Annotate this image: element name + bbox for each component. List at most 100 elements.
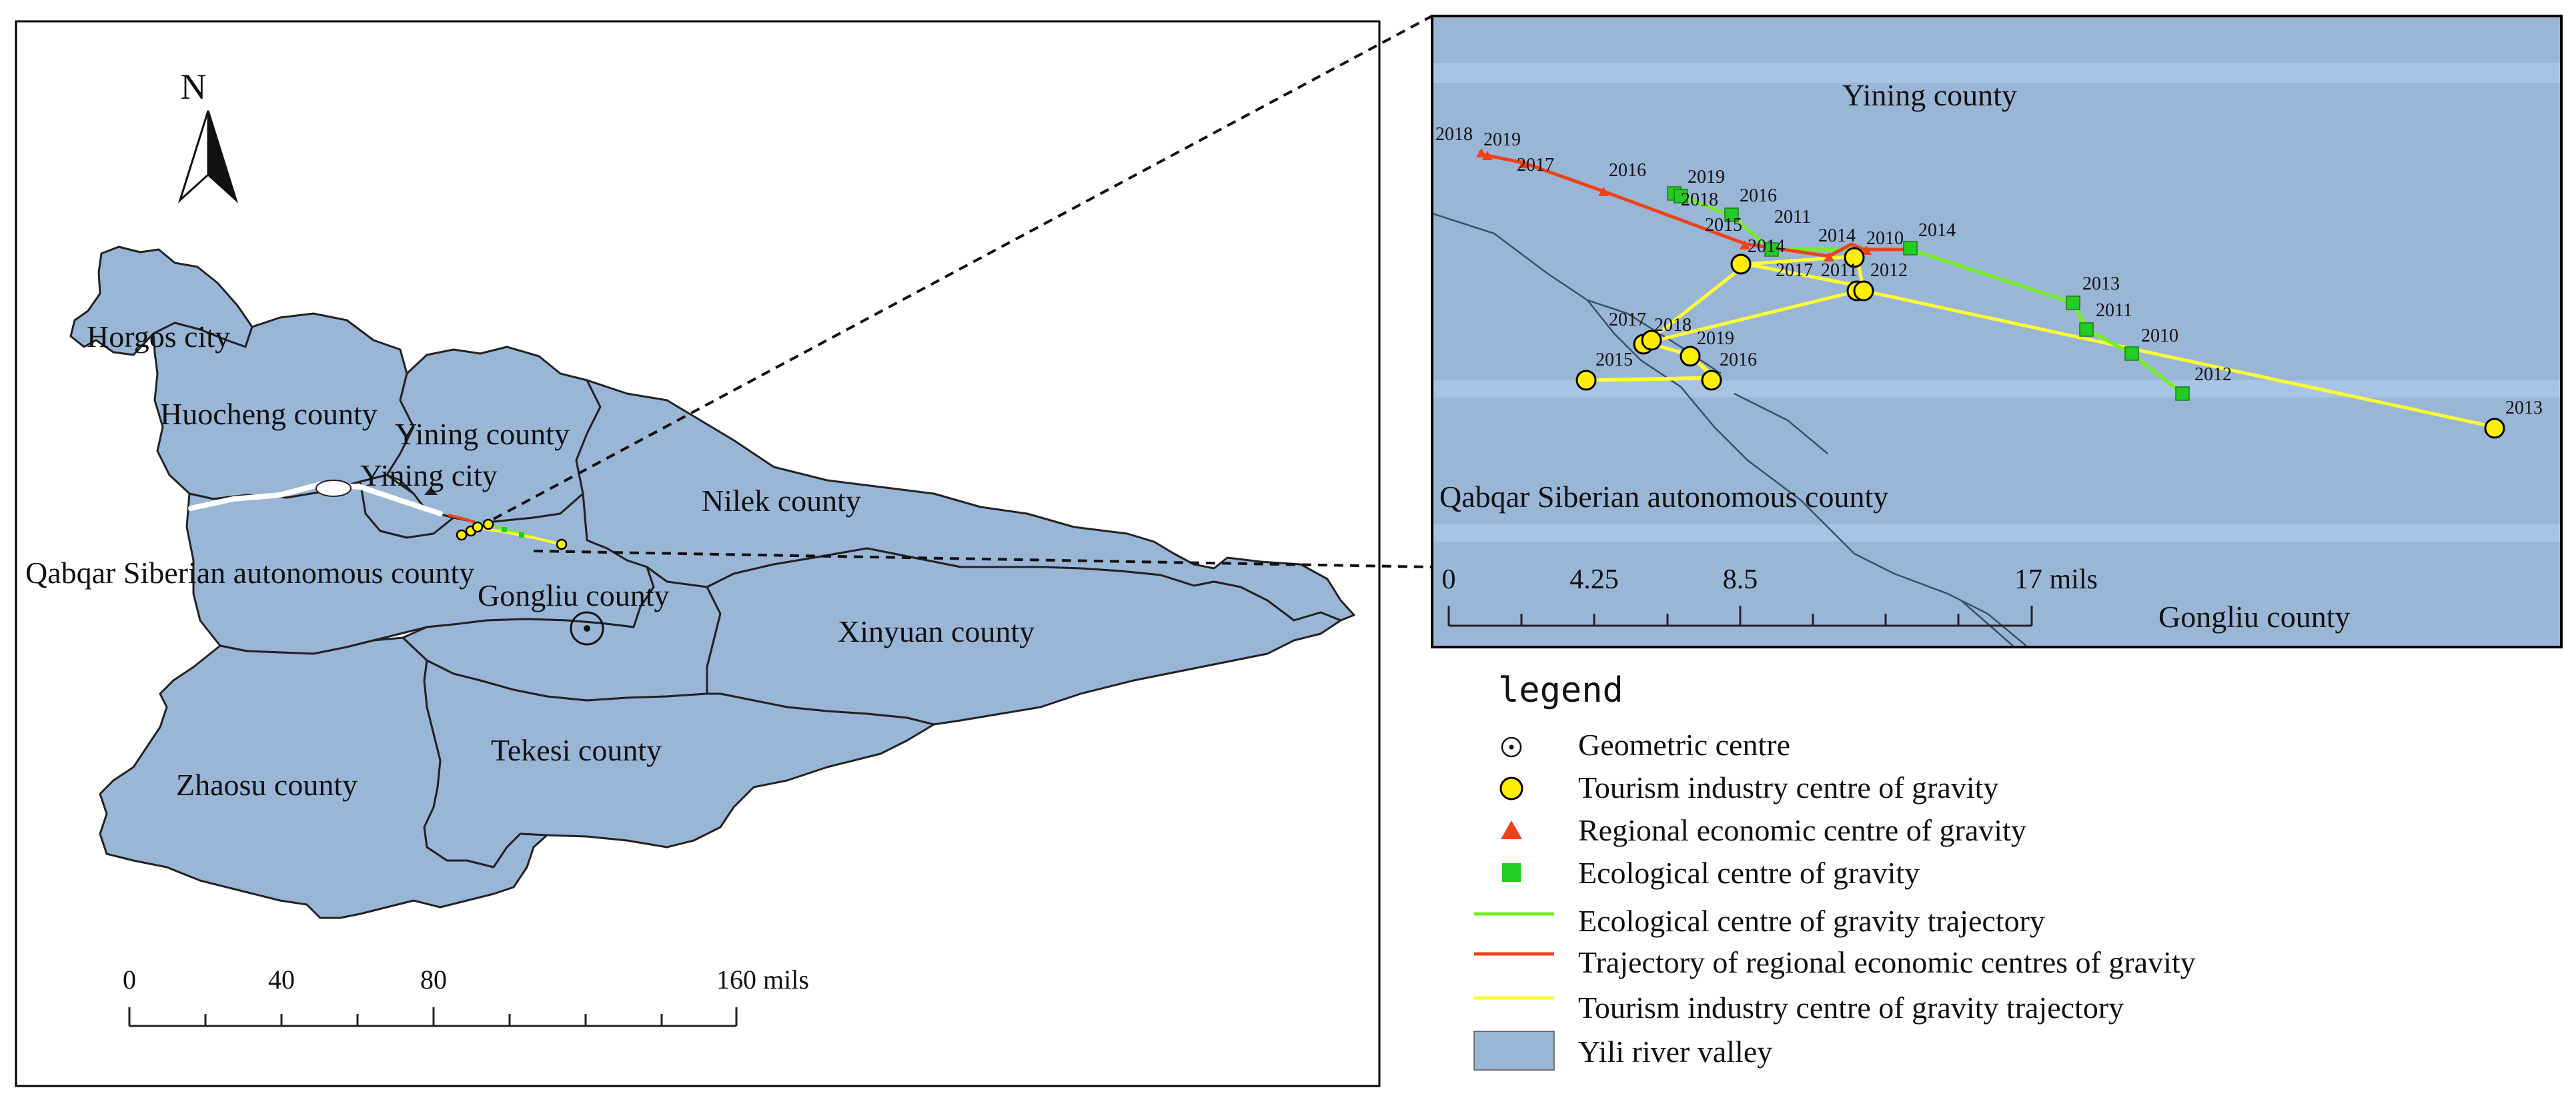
legend-item-label: Regional economic centre of gravity [1578,813,2026,847]
tourism-centre-marker [1844,247,1865,268]
scale-tick-label: 4.25 [1569,564,1619,595]
year-label: 2011 [1774,207,1811,227]
year-label: 2012 [2194,364,2232,385]
inset-place-label: Yining county [1842,78,2017,112]
year-label: 2016 [1740,185,1777,206]
tourism-centre-marker [1701,370,1722,391]
tourism-centre-marker [1730,253,1752,275]
main-tourism-marker [556,538,568,550]
year-label: 2015 [1595,350,1633,370]
tourism-centre-marker [2484,418,2505,439]
inset-background [1432,16,2561,647]
inset-river [1587,299,1722,375]
year-label: 2019 [1688,167,1725,187]
ecological-centre-marker [1764,242,1779,257]
county-label: Yining city [360,458,498,492]
ecological-centre-marker [2124,346,2139,361]
year-label: 2019 [1483,129,1521,150]
north-label: N [181,67,207,107]
legend-title: legend [1498,670,1624,710]
legend-symbol-tourism-point-icon [1499,776,1523,800]
tourism-centre-marker [1641,330,1662,351]
main-scale-bar: 0 40 80 160 mils [123,965,809,1027]
ecological-centre-marker [2079,322,2094,337]
inset-rivers [1432,212,2028,647]
year-label: 2014 [1748,236,1785,257]
legend-symbol-region-patch-icon [1473,1031,1555,1071]
legend-symbol-ecological-point-icon [1502,863,1521,882]
county-label: Horgos city [87,320,230,354]
scale-tick-label: 17 mils [2014,564,2098,595]
economic-centre-marker [1861,245,1872,255]
north-arrow: N [177,67,239,203]
inset-map: 2018 2019 2017 2016 2014 2010 2019 2018 … [1431,15,2563,648]
year-label: 2010 [1866,228,1904,249]
year-label: 2017 [1517,155,1554,175]
main-tourism-marker [456,529,468,541]
zoom-leader-lines [493,15,1433,568]
inset-ecological-markers [1667,186,2190,401]
ecological-centre-marker [1674,189,1688,203]
year-label: 2019 [1697,328,1734,349]
north-arrow-right-icon [207,110,239,203]
legend-item-label: Tourism industry centre of gravity traje… [1578,991,2124,1025]
legend-symbol-geometric-centre-icon [1501,736,1522,758]
inset-scale-bar: 0 4.25 8.5 17 mils [1442,564,2098,627]
year-label: 2018 [1435,124,1473,145]
tourism-centre-marker [1680,346,1701,367]
year-label: 2018 [1681,189,1718,210]
ecological-centre-marker [1903,241,1918,255]
year-label: 2017 [1609,310,1646,330]
year-label: 2011 [2096,300,2132,321]
economic-centre-marker [1740,240,1750,249]
year-label: 2013 [2505,398,2543,418]
inset-economic-trajectory [1478,149,1910,258]
year-label: 2014 [1918,220,1956,241]
scale-tick-label: 8.5 [1723,564,1758,595]
scale-tick-label: 80 [420,965,447,995]
main-tourism-marker [482,518,494,530]
legend-item-label: Tourism industry centre of gravity [1578,770,1998,804]
main-tourism-marker [472,521,484,533]
economic-centre-marker [1476,148,1487,157]
main-map-markers [456,518,568,550]
main-ecological-marker [519,532,524,538]
scale-tick-label: 160 mils [716,965,809,995]
year-label: 2013 [2082,273,2120,294]
scale-tick-label: 0 [1442,564,1456,595]
legend-item-label: Geometric centre [1578,728,1790,762]
tourism-centre-marker [1853,280,1874,302]
county-label: Zhaosu county [176,768,358,802]
economic-centre-marker [1824,252,1834,261]
inset-light-band [1432,63,2561,83]
inset-place-label: Gongliu county [2158,600,2350,634]
economic-centre-marker [1598,187,1609,196]
geometric-centre-icon [570,611,604,646]
inset-light-band [1432,380,2561,398]
inset-river [1960,600,2015,647]
main-scale-ticks [128,1007,738,1027]
inset-scale-ticks [1447,606,2033,627]
year-label: 2017 [1776,260,1813,281]
scale-tick-label: 40 [268,965,295,995]
county-label: Xinyuan county [838,614,1035,648]
year-label: 2010 [2141,326,2178,346]
year-label: 2012 [1870,260,1908,281]
year-label: 2016 [1609,160,1646,181]
scale-tick-label: 0 [123,965,136,995]
county-labels: Horgos city Huocheng county Yining count… [25,320,1035,802]
economic-centre-marker [1482,151,1493,160]
inset-place-label: Qabqar Siberian autonomous county [1439,480,1888,514]
city-marker-icon [424,487,438,495]
inset-tourism-markers [1575,247,2505,439]
inset-place-labels: Yining county Qabqar Siberian autonomous… [1439,78,2350,634]
county-label: Tekesi county [491,733,662,767]
legend-item-label: Ecological centre of gravity [1578,856,1920,890]
county-label: Nilek county [702,484,861,518]
region-zhaosu-county [99,636,548,919]
legend: legend Geometric centre Tourism industry… [1473,670,2196,1071]
county-label: Gongliu county [478,578,669,612]
year-label: 2016 [1720,350,1757,370]
year-label: 2011 [1821,260,1858,281]
inset-year-labels: 2018 2019 2017 2016 2014 2010 2019 2018 … [1435,124,2543,418]
